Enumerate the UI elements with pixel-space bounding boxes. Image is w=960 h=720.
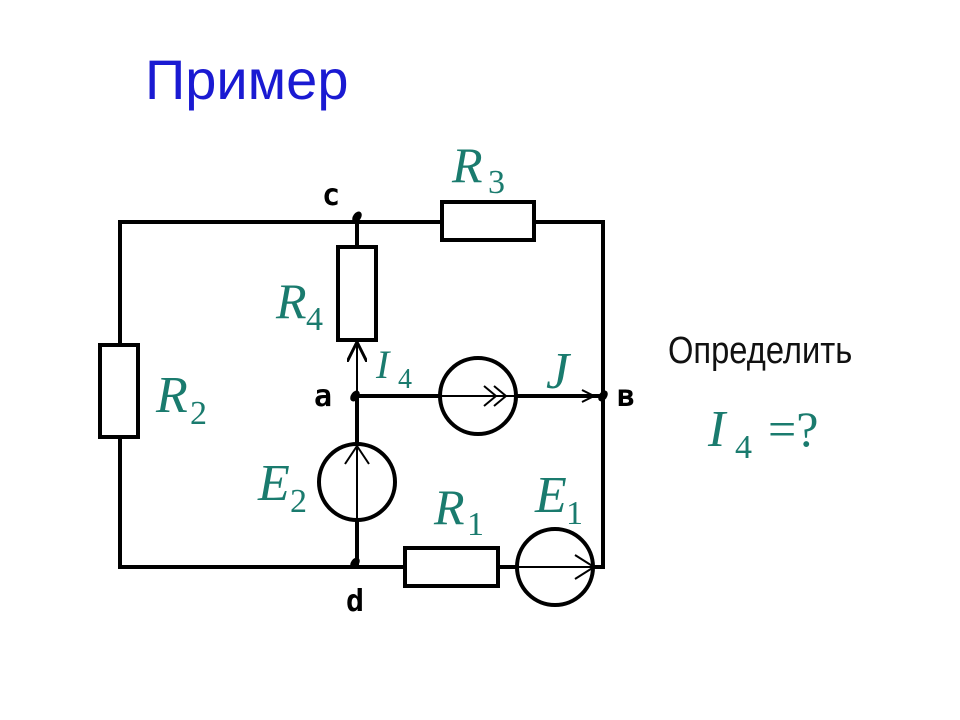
label-r3: R 3 <box>451 137 505 201</box>
node-dots <box>350 211 608 569</box>
resistor-r3 <box>440 200 536 242</box>
svg-text:4: 4 <box>735 429 752 466</box>
emf-source-e1 <box>515 527 596 607</box>
svg-text:4: 4 <box>306 301 323 338</box>
svg-text:1: 1 <box>467 506 484 543</box>
svg-text:2: 2 <box>190 395 207 432</box>
resistor-r4 <box>336 245 378 342</box>
resistor-r1 <box>403 546 500 588</box>
svg-text:3: 3 <box>488 164 505 201</box>
node-c-label: c <box>322 178 340 213</box>
svg-text:R: R <box>275 273 307 329</box>
svg-text:4: 4 <box>398 364 412 395</box>
svg-text:2: 2 <box>290 483 307 520</box>
svg-text:R: R <box>451 137 483 193</box>
label-r1: R 1 <box>433 479 484 543</box>
svg-text:I: I <box>707 401 728 458</box>
label-e2: E 2 <box>257 455 307 520</box>
label-r2: R 2 <box>155 367 207 432</box>
label-i4: I 4 <box>375 342 412 395</box>
svg-text:=?: =? <box>768 401 818 457</box>
svg-text:R: R <box>433 479 465 535</box>
page-title: Пример <box>145 48 349 111</box>
determine-label: Определить <box>668 330 853 372</box>
node-a-label: a <box>314 379 332 414</box>
node-d-label: d <box>346 584 364 619</box>
label-e1: E 1 <box>534 467 583 532</box>
svg-text:I: I <box>375 342 391 387</box>
svg-text:J: J <box>546 343 572 400</box>
emf-source-e2 <box>317 442 397 522</box>
svg-text:1: 1 <box>566 495 583 532</box>
svg-text:R: R <box>155 367 188 424</box>
current-source-j <box>438 356 597 436</box>
label-r4: R 4 <box>275 273 323 338</box>
node-b-label: в <box>617 379 635 414</box>
question-formula: I 4 =? <box>707 401 818 466</box>
label-j: J <box>546 343 572 400</box>
svg-text:E: E <box>257 455 290 512</box>
resistor-r2 <box>98 343 140 439</box>
svg-text:E: E <box>534 467 567 524</box>
